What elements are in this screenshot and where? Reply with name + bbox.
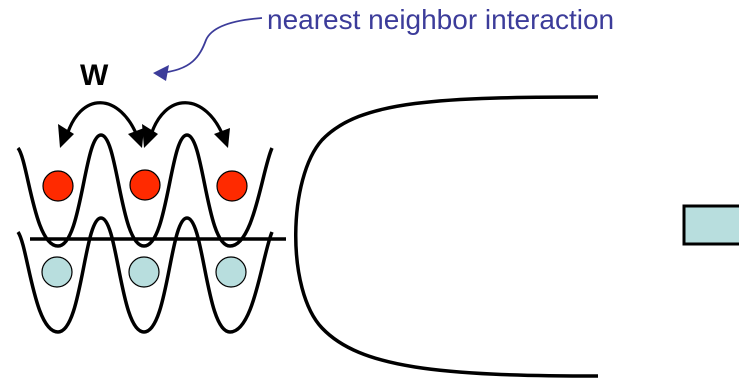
hopping-arrow-left (58, 101, 144, 148)
lower-lattice-potential (16, 216, 274, 334)
readout-bracket (294, 95, 599, 378)
lower-atom-2 (128, 256, 160, 288)
detector-box (682, 204, 739, 246)
w-symbol-label: W (80, 59, 109, 92)
annotation-label: nearest neighbor interaction (267, 4, 615, 35)
upper-lattice-potential (16, 133, 274, 248)
upper-atom-1 (42, 170, 74, 202)
upper-atom-2 (129, 169, 161, 201)
lower-atom-3 (215, 256, 247, 288)
annotation-arrow (153, 17, 263, 81)
lower-atom-1 (41, 256, 73, 288)
hopping-arrow-right (142, 101, 230, 148)
upper-atom-3 (216, 170, 248, 202)
